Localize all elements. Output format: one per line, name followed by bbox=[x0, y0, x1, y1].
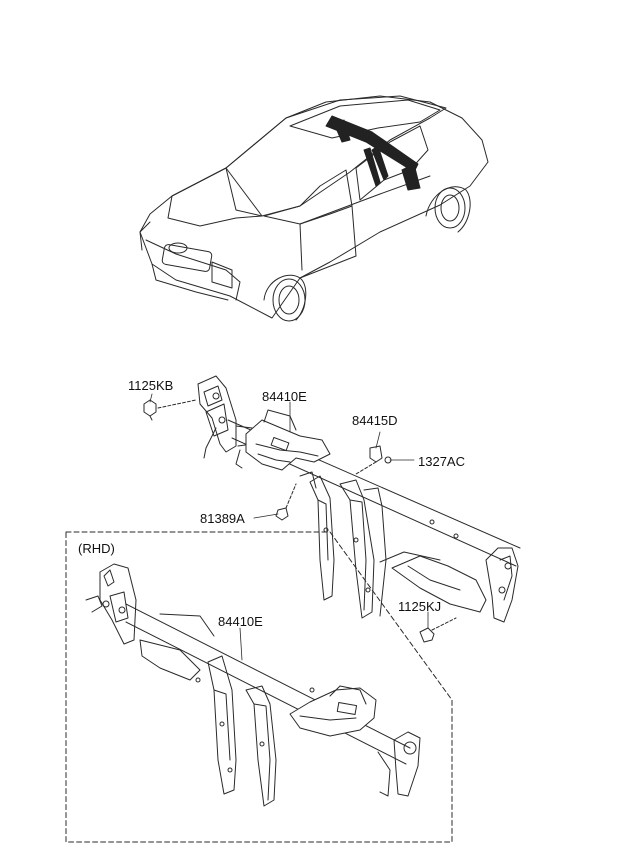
leader-lines bbox=[149, 393, 429, 661]
label-1125kj: 1125KJ bbox=[398, 599, 442, 614]
bolt-1125kb bbox=[143, 399, 197, 421]
crash-pad-beam-lhd bbox=[197, 375, 521, 623]
crash-pad-beam-rhd bbox=[85, 563, 421, 807]
label-1125kb: 1125KB bbox=[128, 378, 174, 393]
label-84415d: 84415D bbox=[352, 413, 398, 428]
label-1327ac: 1327AC bbox=[418, 454, 465, 469]
clip-84415d bbox=[355, 445, 392, 475]
label-84410e-top: 84410E bbox=[262, 389, 307, 404]
rhd-boundary bbox=[65, 531, 453, 843]
bolt-1125kj bbox=[419, 617, 457, 643]
label-rhd: (RHD) bbox=[78, 541, 115, 556]
bolt-81389a bbox=[275, 483, 297, 521]
label-84410e-rhd: 84410E bbox=[218, 614, 263, 629]
label-81389a: 81389A bbox=[200, 511, 245, 526]
car-illustration bbox=[139, 95, 489, 322]
